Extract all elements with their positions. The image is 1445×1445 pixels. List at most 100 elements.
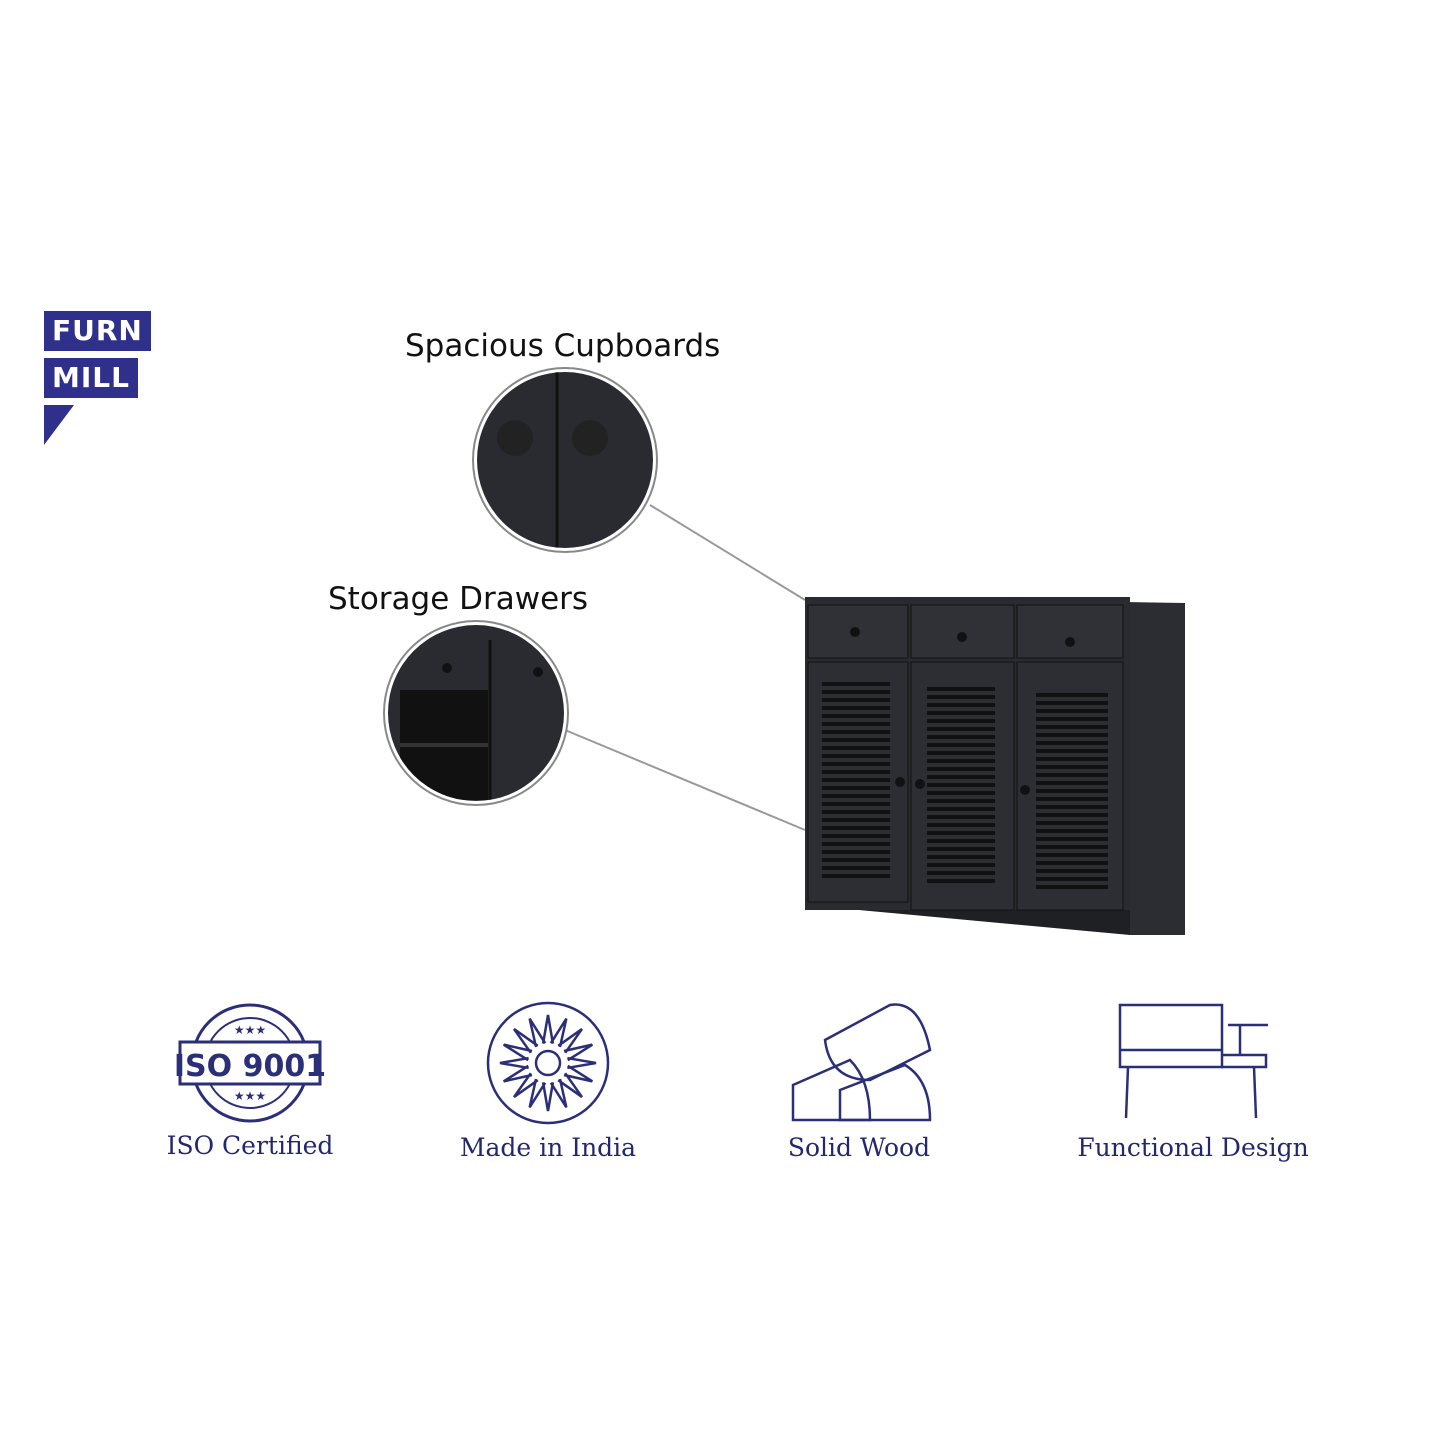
louver-slat [927,743,995,747]
lotus-petal [513,1072,539,1098]
callout-title-drawers: Storage Drawers [328,581,589,617]
svg-text:★★★: ★★★ [234,1023,266,1037]
louver-slat [822,762,890,766]
furnmill-logo: FURN MILL [44,311,151,455]
louver-slat [927,871,995,875]
louver-slat [1036,709,1108,713]
louver-slat [1036,765,1108,769]
louver-slat [822,794,890,798]
louver-slat [1036,885,1108,889]
logo-flag-icon [44,405,74,445]
louver-slat [927,791,995,795]
lotus-petal [513,1028,539,1054]
lotus-petal [502,1043,533,1062]
lotus-petal [567,1056,597,1070]
lotus-petal [557,1028,583,1054]
louver-slat [822,810,890,814]
louver-slat [822,826,890,830]
drawer-detail-circle [383,620,569,806]
louver-slat [822,802,890,806]
louver-slat [822,818,890,822]
lotus-petal [528,1078,547,1109]
lotus-petal [557,1072,583,1098]
louver-slat [927,775,995,779]
logo-line-1: FURN [44,311,151,351]
louver-slat [927,767,995,771]
lotus-petal [549,1017,568,1048]
louver-slat [1036,813,1108,817]
louver-slat [1036,693,1108,697]
louver-slat [822,778,890,782]
louver-slat [822,690,890,694]
louver-slat [1036,789,1108,793]
louver-slat [1036,733,1108,737]
wood-logs-icon [791,1003,932,1122]
lotus-petal [541,1082,555,1112]
louver-slat [927,879,995,883]
lotus-petal [549,1078,568,1109]
louver-slat [927,799,995,803]
louver-slat [822,866,890,870]
louver-slat [822,874,890,878]
cupboard-detail-circle [472,367,658,553]
louver-slat [1036,821,1108,825]
louver-slat [822,746,890,750]
lotus-petal [563,1064,594,1083]
iso-9001-seal-icon: ISO 9001 ★★★ ★★★ [174,1003,326,1123]
louver-slat [927,759,995,763]
louver-slat [1036,781,1108,785]
svg-text:★★★: ★★★ [234,1089,266,1103]
badge-iso-certified: ISO Certified [166,1131,334,1160]
badge-made-in-india: Made in India [459,1133,637,1162]
louver-slat [927,735,995,739]
lotus-petal [563,1043,594,1062]
louver-slat [822,834,890,838]
louver-slat [927,855,995,859]
lotus-petal [528,1017,547,1048]
louver-slat [822,842,890,846]
lotus-petal [499,1056,529,1070]
louver-slat [927,863,995,867]
louver-slat [1036,829,1108,833]
logo-line-2: MILL [44,358,138,398]
louver-slat [822,698,890,702]
louver-slat [927,703,995,707]
louver-slat [927,839,995,843]
louver-slat [927,727,995,731]
louver-slat [822,850,890,854]
louver-slat [822,770,890,774]
louver-slat [1036,701,1108,705]
louver-slat [1036,877,1108,881]
bench-furniture-icon [1118,1003,1268,1119]
lotus-mandala-icon [486,1001,610,1125]
louver-slat [1036,773,1108,777]
callout-title-cupboards: Spacious Cupboards [405,328,721,364]
louver-slat [822,714,890,718]
badge-functional-design: Functional Design [1077,1133,1309,1162]
shoe-cabinet [805,597,1185,935]
louver-slat [1036,805,1108,809]
louver-slat [927,783,995,787]
louver-slat [927,823,995,827]
louver-slat [822,730,890,734]
louver-slat [927,695,995,699]
louver-slat [1036,717,1108,721]
louver-slat [927,751,995,755]
louver-slat [927,815,995,819]
louver-slat [822,682,890,686]
louver-slat [1036,741,1108,745]
louver-slat [822,738,890,742]
louver-slat [822,858,890,862]
louver-slat [1036,853,1108,857]
louver-slat [1036,725,1108,729]
louver-slat [822,786,890,790]
louver-slat [822,722,890,726]
louver-slat [927,711,995,715]
louver-slat [1036,837,1108,841]
louver-slat [927,831,995,835]
lotus-petal [502,1064,533,1083]
louver-slat [1036,757,1108,761]
badge-solid-wood: Solid Wood [787,1133,931,1162]
